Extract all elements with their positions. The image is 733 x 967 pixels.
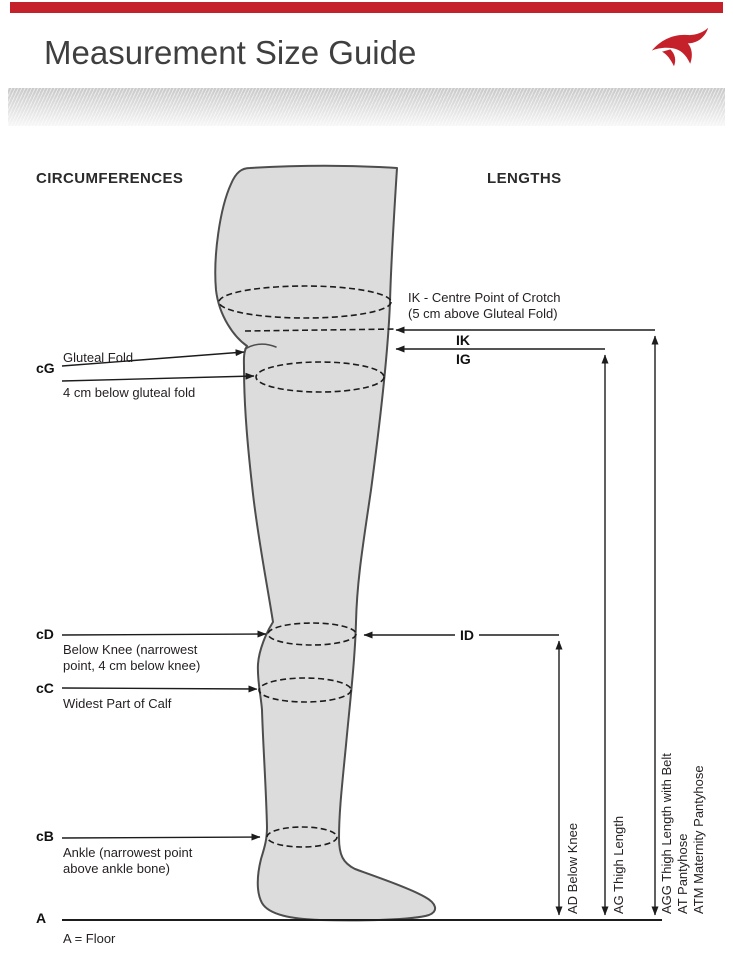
circumferences-heading: CIRCUMFERENCES	[36, 170, 184, 187]
below-knee-label: Below Knee (narrowest point, 4 cm below …	[63, 642, 201, 673]
ad-length-label: AD Below Knee	[565, 822, 580, 914]
ag-length-label: AG Thigh Length	[611, 815, 626, 914]
ik-note-line-1: IK - Centre Point of Crotch	[408, 290, 561, 305]
cb-circumference-dashes	[266, 826, 338, 848]
brand-swallow-logo-icon	[650, 26, 710, 68]
leg-silhouette	[214, 164, 437, 922]
atm-length-label: ATM Maternity Pantyhose	[691, 765, 706, 914]
a-code: A	[36, 910, 47, 926]
hip-circumference-dashes	[218, 285, 392, 319]
widest-calf-label: Widest Part of Calf	[63, 696, 172, 711]
at-length-label: AT Pantyhose	[675, 833, 690, 914]
floor-label: A = Floor	[63, 931, 116, 946]
texture-divider-band	[8, 88, 725, 126]
ik-note: IK - Centre Point of Crotch (5 cm above …	[408, 290, 560, 321]
agg-length-label: AGG Thigh Length with Belt	[659, 753, 674, 914]
ik-note-line-2: (5 cm above Gluteal Fold)	[408, 305, 558, 321]
agg-at-atm-length-labels: AGG Thigh Length with Belt AT Pantyhose …	[659, 753, 707, 914]
ankle-label: Ankle (narrowest point above ankle bone)	[63, 845, 193, 876]
cd-code: cD	[36, 626, 54, 642]
gluteal-fold-arrow	[61, 349, 245, 367]
page-title: Measurement Size Guide	[44, 34, 417, 71]
ig-code: IG	[456, 351, 471, 367]
ik-code: IK	[456, 332, 470, 348]
cc-circumference-dashes	[258, 677, 352, 703]
cg-circumference-dashes	[255, 361, 385, 393]
lengths-heading: LENGTHS	[487, 170, 562, 187]
cc-code: cC	[36, 680, 54, 696]
cg-arrow	[61, 372, 255, 382]
top-accent-bar	[10, 2, 723, 13]
gluteal-fold-crease	[244, 343, 277, 350]
cb-code: cB	[36, 828, 54, 844]
id-code: ID	[455, 627, 479, 643]
cd-circumference-dashes	[267, 622, 357, 646]
cd-arrow	[61, 630, 267, 638]
cg-code: cG	[36, 360, 55, 376]
below-gluteal-fold-label: 4 cm below gluteal fold	[63, 385, 196, 400]
cc-arrow	[61, 685, 258, 693]
cb-arrow	[61, 833, 261, 841]
gluteal-fold-label: Gluteal Fold	[63, 350, 134, 365]
crotch-level-dashes	[244, 328, 397, 332]
